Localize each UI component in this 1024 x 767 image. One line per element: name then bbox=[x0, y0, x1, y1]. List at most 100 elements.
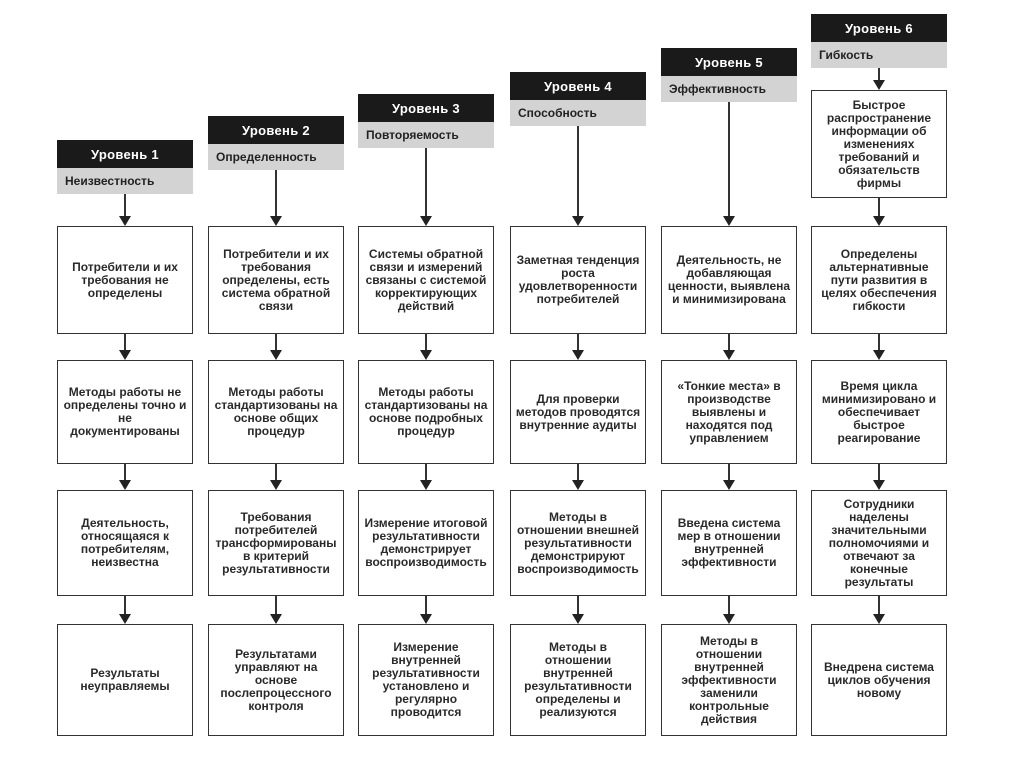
level-4-arrow-2-shaft bbox=[577, 334, 579, 351]
level-5-box-1-text: Деятельность, не добавляющая ценности, в… bbox=[667, 253, 791, 306]
level-2-box-3: Требования потребителей трансформированы… bbox=[208, 490, 344, 596]
level-1-box-2: Методы работы не определены точно и не д… bbox=[57, 360, 193, 464]
level-3-box-3-text: Измерение итоговой результативности демо… bbox=[364, 516, 488, 569]
level-6-box-2: Время цикла минимизировано и обеспечивае… bbox=[811, 360, 947, 464]
level-3-box-3: Измерение итоговой результативности демо… bbox=[358, 490, 494, 596]
level-2-box-1-text: Потребители и их требования определены, … bbox=[221, 246, 331, 313]
level-3-arrow-4-shaft bbox=[425, 596, 427, 615]
level-3-arrow-3-head bbox=[420, 480, 432, 490]
level-3-arrow-3-shaft bbox=[425, 464, 427, 481]
level-1-box-1: Потребители и их требования не определен… bbox=[57, 226, 193, 334]
level-4-arrow-4-shaft bbox=[577, 596, 579, 615]
level-3-arrow-4-head bbox=[420, 614, 432, 624]
level-2-arrow-4-head bbox=[270, 614, 282, 624]
level-5-box-4-text: Методы в отношении внутренней эффективно… bbox=[681, 633, 777, 726]
level-6-arrow-4-head bbox=[873, 614, 885, 624]
level-5-arrow-3-head bbox=[723, 480, 735, 490]
level-5-arrow-3-shaft bbox=[728, 464, 730, 481]
level-5-subtitle: Эффективность bbox=[661, 76, 797, 102]
level-6-title: Уровень 6 bbox=[811, 14, 947, 42]
level-1-arrow-1-head bbox=[119, 216, 131, 226]
level-2-arrow-1-head bbox=[270, 216, 282, 226]
level-2-box-4-text: Результатами управляют на основе послепр… bbox=[220, 646, 332, 713]
level-6-arrow-3-shaft bbox=[878, 464, 880, 481]
level-6-box-3: Сотрудники наделены значительными полном… bbox=[811, 490, 947, 596]
level-5-box-3: Введена система мер в отношении внутренн… bbox=[661, 490, 797, 596]
level-3-title: Уровень 3 bbox=[358, 94, 494, 122]
level-2-arrow-1-shaft bbox=[275, 170, 277, 217]
level-2-box-2: Методы работы стандартизованы на основе … bbox=[208, 360, 344, 464]
level-5-arrow-4-head bbox=[723, 614, 735, 624]
level-3-box-4-text: Измерение внутренней результативности ус… bbox=[372, 640, 480, 719]
level-1-box-4: Результаты неуправляемы bbox=[57, 624, 193, 736]
level-2-arrow-2-head bbox=[270, 350, 282, 360]
level-3-box-1: Системы обратной связи и измерений связа… bbox=[358, 226, 494, 334]
level-2-arrow-4-shaft bbox=[275, 596, 277, 615]
level-4-arrow-4-head bbox=[572, 614, 584, 624]
level-5-arrow-1-shaft bbox=[728, 102, 730, 217]
level-4-arrow-3-shaft bbox=[577, 464, 579, 481]
level-4-subtitle: Способность bbox=[510, 100, 646, 126]
level-5-box-4: Методы в отношении внутренней эффективно… bbox=[661, 624, 797, 736]
level-1-box-3-text: Деятельность, относящаяся к потребителям… bbox=[80, 516, 170, 569]
level-5-box-2: «Тонкие места» в производстве выявлены и… bbox=[661, 360, 797, 464]
level-2-box-4: Результатами управляют на основе послепр… bbox=[208, 624, 344, 736]
level-6-arrow-0-head bbox=[873, 80, 885, 90]
level-2-box-3-text: Требования потребителей трансформированы… bbox=[215, 509, 337, 576]
level-6-subtitle: Гибкость bbox=[811, 42, 947, 68]
level-3-arrow-2-shaft bbox=[425, 334, 427, 351]
level-5-arrow-1-head bbox=[723, 216, 735, 226]
level-1-box-1-text: Потребители и их требования не определен… bbox=[72, 259, 178, 300]
level-6-top-box: Быстрое распространение информации об из… bbox=[811, 90, 947, 198]
level-6-top-box-text: Быстрое распространение информации об из… bbox=[826, 97, 932, 190]
level-1-arrow-2-shaft bbox=[124, 334, 126, 351]
level-3-arrow-1-head bbox=[420, 216, 432, 226]
level-1-box-3: Деятельность, относящаяся к потребителям… bbox=[57, 490, 193, 596]
level-6-arrow-1-head bbox=[873, 216, 885, 226]
level-4-box-4-text: Методы в отношении внутренней результати… bbox=[524, 640, 632, 719]
level-4-title: Уровень 4 bbox=[510, 72, 646, 100]
level-3-box-1-text: Системы обратной связи и измерений связа… bbox=[365, 246, 487, 313]
level-3-box-4: Измерение внутренней результативности ус… bbox=[358, 624, 494, 736]
level-4-box-1-text: Заметная тенденция роста удовлетвореннос… bbox=[516, 253, 640, 306]
level-1-arrow-3-shaft bbox=[124, 464, 126, 481]
level-6-box-1-text: Определены альтернативные пути развития … bbox=[821, 246, 937, 313]
level-6-arrow-2-head bbox=[873, 350, 885, 360]
level-5-arrow-4-shaft bbox=[728, 596, 730, 615]
level-6-box-3-text: Сотрудники наделены значительными полном… bbox=[828, 496, 930, 589]
level-6-box-4: Внедрена система циклов обучения новому bbox=[811, 624, 947, 736]
level-4-arrow-3-head bbox=[572, 480, 584, 490]
level-3-subtitle: Повторяемость bbox=[358, 122, 494, 148]
level-4-arrow-1-head bbox=[572, 216, 584, 226]
level-6-arrow-1-shaft bbox=[878, 198, 880, 217]
level-4-box-2: Для проверки методов проводятся внутренн… bbox=[510, 360, 646, 464]
level-1-title: Уровень 1 bbox=[57, 140, 193, 168]
level-1-arrow-4-shaft bbox=[124, 596, 126, 615]
level-4-arrow-2-head bbox=[572, 350, 584, 360]
level-1-arrow-4-head bbox=[119, 614, 131, 624]
level-4-box-1: Заметная тенденция роста удовлетвореннос… bbox=[510, 226, 646, 334]
level-1-arrow-3-head bbox=[119, 480, 131, 490]
level-2-title: Уровень 2 bbox=[208, 116, 344, 144]
level-4-arrow-1-shaft bbox=[577, 126, 579, 217]
level-5-box-1: Деятельность, не добавляющая ценности, в… bbox=[661, 226, 797, 334]
level-6-box-2-text: Время цикла минимизировано и обеспечивае… bbox=[821, 378, 937, 445]
level-2-arrow-3-shaft bbox=[275, 464, 277, 481]
level-3-arrow-1-shaft bbox=[425, 148, 427, 217]
level-5-arrow-2-shaft bbox=[728, 334, 730, 351]
level-6-arrow-0-shaft bbox=[878, 68, 880, 81]
level-1-arrow-2-head bbox=[119, 350, 131, 360]
level-2-box-1: Потребители и их требования определены, … bbox=[208, 226, 344, 334]
level-4-box-2-text: Для проверки методов проводятся внутренн… bbox=[515, 391, 641, 432]
level-5-title: Уровень 5 bbox=[661, 48, 797, 76]
level-5-arrow-2-head bbox=[723, 350, 735, 360]
level-6-box-1: Определены альтернативные пути развития … bbox=[811, 226, 947, 334]
level-4-box-3: Методы в отношении внешней результативно… bbox=[510, 490, 646, 596]
level-2-arrow-2-shaft bbox=[275, 334, 277, 351]
